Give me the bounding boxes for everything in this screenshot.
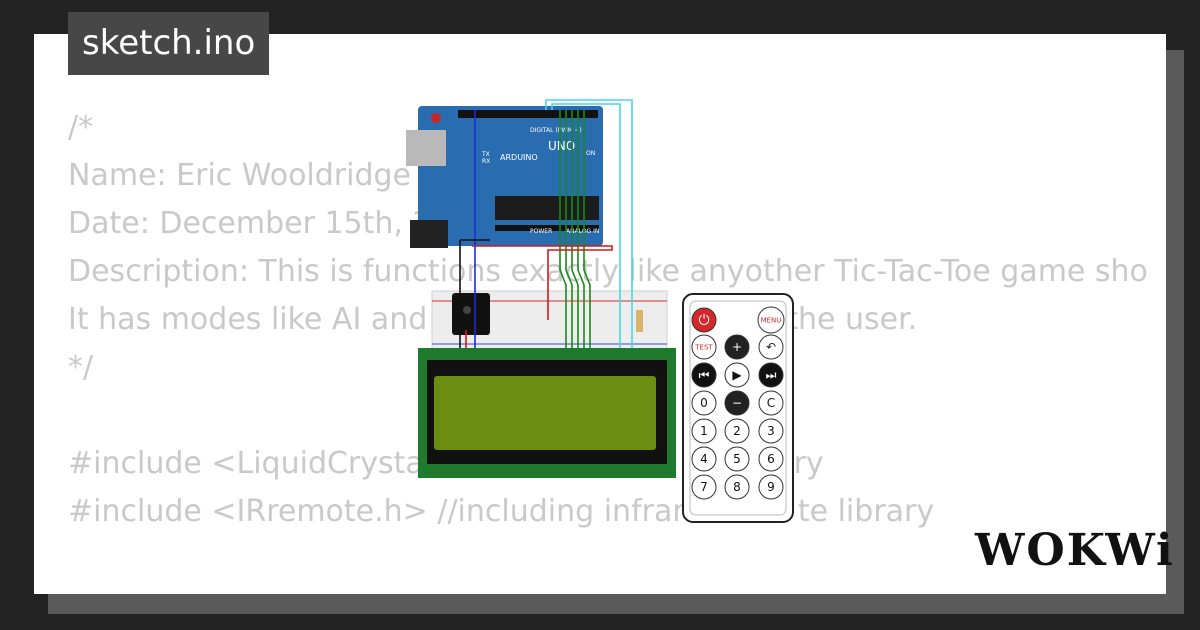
- remote-button-label: 7: [700, 480, 708, 494]
- remote-button[interactable]: [724, 390, 750, 416]
- remote-button[interactable]: [758, 418, 784, 444]
- remote-button-label: ⏭: [766, 368, 777, 382]
- usb-port: [406, 130, 446, 166]
- remote-button[interactable]: [757, 306, 785, 334]
- code-line: /*: [68, 110, 94, 145]
- remote-button-label: ⏮: [699, 368, 710, 382]
- analog-label: ANALOG IN: [566, 228, 599, 235]
- rx-label: RX: [482, 158, 490, 165]
- remote-button-label: 6: [767, 452, 775, 466]
- remote-button[interactable]: [691, 307, 717, 333]
- ir-remote: ⏻ MENU TEST + ↶ ⏮ ▶ ⏭ 0 − C 1 2 3 4 5 6 7 8 9: [682, 293, 794, 523]
- remote-button[interactable]: [691, 334, 717, 360]
- code-line: Description: This is functions exactly l…: [68, 254, 1148, 289]
- remote-button[interactable]: [691, 390, 717, 416]
- remote-button[interactable]: [758, 474, 784, 500]
- brand-label: ARDUINO: [500, 153, 538, 162]
- code-line: Name: Eric Wooldridge: [68, 158, 412, 193]
- ir-receiver: [452, 293, 490, 335]
- tx-label: TX: [481, 151, 490, 158]
- board-label: UNO: [548, 139, 575, 153]
- code-line: */: [68, 350, 94, 385]
- remote-button[interactable]: [758, 446, 784, 472]
- chip: [495, 196, 599, 220]
- remote-button[interactable]: [724, 446, 750, 472]
- remote-button-label: ▶: [732, 368, 742, 382]
- remote-button-label: 1: [700, 424, 708, 438]
- resistor: [636, 310, 643, 332]
- circuit-diagram: ARDUINO UNO DIGITAL (PWM ~) POWER ANALOG…: [406, 99, 794, 523]
- remote-button[interactable]: [691, 474, 717, 500]
- remote-button[interactable]: [691, 362, 717, 388]
- arduino-uno-board: ARDUINO UNO DIGITAL (PWM ~) POWER ANALOG…: [406, 106, 603, 248]
- remote-button[interactable]: [724, 418, 750, 444]
- code-line: Date: December 15th, 2: [68, 206, 432, 241]
- remote-button[interactable]: [724, 474, 750, 500]
- power-jack: [410, 220, 448, 248]
- wokwi-logo: WOKWi: [975, 525, 1175, 576]
- remote-button-label: ⏻: [698, 313, 709, 329]
- remote-button-label: MENU: [761, 316, 782, 324]
- remote-button-label: TEST: [694, 343, 713, 351]
- remote-button[interactable]: [758, 334, 784, 360]
- remote-button-label: C: [767, 396, 775, 410]
- remote-button[interactable]: [691, 418, 717, 444]
- remote-button[interactable]: [724, 334, 750, 360]
- on-label: ON: [586, 150, 595, 157]
- remote-button-label: ↶: [766, 340, 776, 354]
- remote-button-label: +: [732, 340, 742, 354]
- remote-button-label: 5: [733, 452, 741, 466]
- digital-header-label: DIGITAL (PWM ~): [530, 127, 582, 134]
- remote-button[interactable]: [724, 362, 750, 388]
- remote-button-label: 8: [733, 480, 741, 494]
- power-label: POWER: [530, 228, 552, 235]
- remote-button-label: 4: [700, 452, 708, 466]
- remote-button-label: 9: [767, 480, 775, 494]
- remote-button-label: 3: [767, 424, 775, 438]
- code-line: #include <IRremote.h> //including infrar…: [68, 494, 935, 529]
- remote-button[interactable]: [691, 446, 717, 472]
- file-tab[interactable]: sketch.ino: [68, 12, 270, 75]
- remote-button-label: −: [732, 396, 742, 410]
- lcd-display: [418, 348, 676, 478]
- code-line: //D: [68, 584, 1148, 594]
- remote-button[interactable]: [758, 390, 784, 416]
- remote-button[interactable]: [758, 362, 784, 388]
- remote-button-label: 0: [700, 396, 708, 410]
- remote-button-label: 2: [733, 424, 741, 438]
- wires: [459, 99, 633, 352]
